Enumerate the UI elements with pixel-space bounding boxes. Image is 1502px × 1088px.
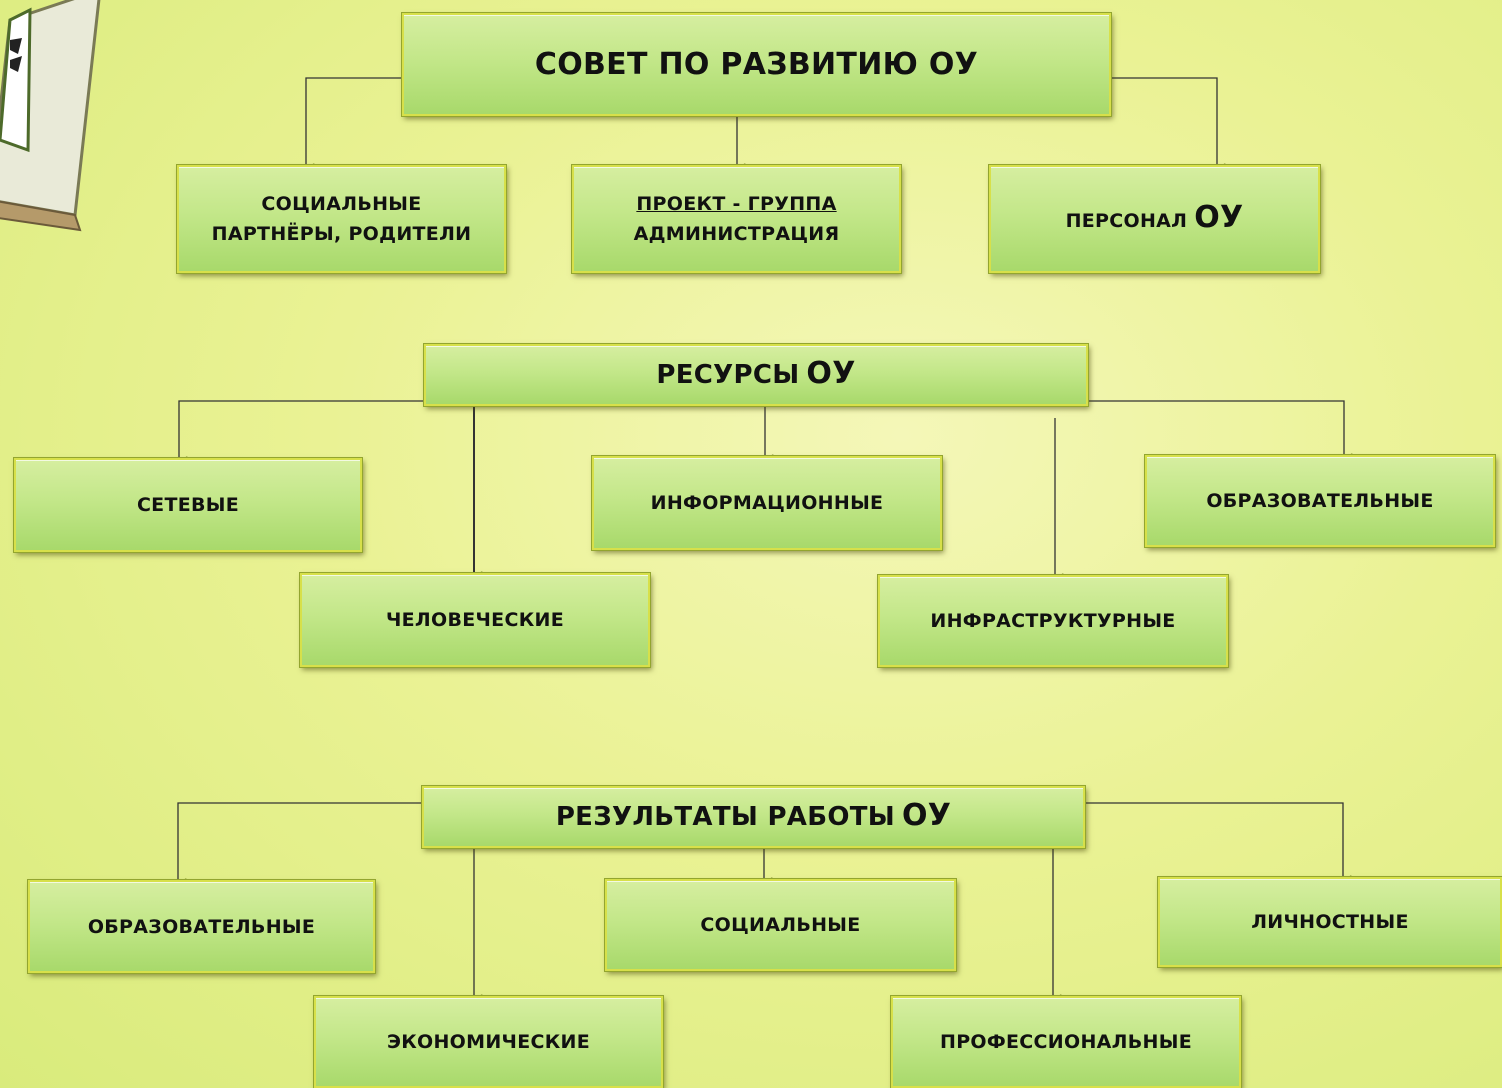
resource-network-label: СЕТЕВЫЕ — [136, 494, 240, 516]
council-box: СОВЕТ ПО РАЗВИТИЮ ОУ — [401, 12, 1112, 117]
project-group-line2: АДМИНИСТРАЦИЯ — [633, 223, 840, 245]
result-edu-box: ОБРАЗОВАТЕЛЬНЫЕ — [27, 879, 376, 974]
connector-council-social — [306, 77, 402, 168]
staff-label-suffix: ОУ — [1194, 199, 1244, 235]
resources-box: РЕСУРСЫ ОУ — [423, 343, 1089, 407]
resource-human-box: ЧЕЛОВЕЧЕСКИЕ — [299, 572, 651, 668]
staff-label-text: ПЕРСОНАЛ — [1065, 209, 1188, 232]
resource-infra-box: ИНФРАСТРУКТУРНЫЕ — [877, 574, 1229, 668]
resources-title-text: РЕСУРСЫ — [656, 359, 800, 390]
project-group-box: ПРОЕКТ - ГРУППА АДМИНИСТРАЦИЯ — [571, 164, 902, 274]
social-partners-box: СОЦИАЛЬНЫЕ ПАРТНЁРЫ, РОДИТЕЛИ — [176, 164, 507, 274]
result-econ-box: ЭКОНОМИЧЕСКИЕ — [313, 995, 664, 1088]
results-title-text: РЕЗУЛЬТАТЫ РАБОТЫ — [555, 801, 896, 832]
result-econ-label: ЭКОНОМИЧЕСКИЕ — [386, 1031, 591, 1053]
resource-info-box: ИНФОРМАЦИОННЫЕ — [591, 455, 943, 551]
resource-edu-box: ОБРАЗОВАТЕЛЬНЫЕ — [1144, 454, 1496, 548]
results-title-suffix: ОУ — [901, 797, 952, 833]
connector-out-edu — [178, 802, 422, 883]
connector-res-network — [179, 400, 424, 461]
result-social-label: СОЦИАЛЬНЫЕ — [700, 914, 861, 936]
resource-network-box: СЕТЕВЫЕ — [13, 457, 363, 553]
emblem-icon — [0, 0, 101, 232]
resources-title-suffix: ОУ — [806, 355, 856, 391]
results-box: РЕЗУЛЬТАТЫ РАБОТЫ ОУ — [421, 785, 1086, 849]
resource-info-label: ИНФОРМАЦИОННЫЕ — [650, 492, 884, 514]
resource-infra-label: ИНФРАСТРУКТУРНЫЕ — [930, 610, 1176, 632]
connector-res-edu — [1088, 400, 1344, 458]
result-prof-label: ПРОФЕССИОНАЛЬНЫЕ — [940, 1031, 1192, 1053]
result-personal-label: ЛИЧНОСТНЫЕ — [1251, 911, 1409, 933]
connector-out-personal — [1085, 802, 1343, 880]
result-social-box: СОЦИАЛЬНЫЕ — [604, 878, 957, 972]
result-edu-label: ОБРАЗОВАТЕЛЬНЫЕ — [87, 915, 316, 938]
social-partners-line1: СОЦИАЛЬНЫЕ — [261, 193, 422, 215]
result-prof-box: ПРОФЕССИОНАЛЬНЫЕ — [890, 995, 1242, 1088]
resources-title: РЕСУРСЫ ОУ — [656, 355, 856, 392]
project-group-line1: ПРОЕКТ - ГРУППА — [636, 193, 837, 215]
connector-council-staff — [1111, 77, 1217, 168]
results-title: РЕЗУЛЬТАТЫ РАБОТЫ ОУ — [555, 797, 952, 834]
staff-box: ПЕРСОНАЛ ОУ — [988, 164, 1321, 274]
resource-human-label: ЧЕЛОВЕЧЕСКИЕ — [385, 609, 564, 631]
council-title: СОВЕТ ПО РАЗВИТИЮ ОУ — [534, 46, 979, 82]
result-personal-box: ЛИЧНОСТНЫЕ — [1157, 876, 1502, 968]
staff-label: ПЕРСОНАЛ ОУ — [1065, 199, 1244, 236]
resource-edu-label: ОБРАЗОВАТЕЛЬНЫЕ — [1206, 490, 1434, 512]
social-partners-line2: ПАРТНЁРЫ, РОДИТЕЛИ — [211, 223, 472, 245]
